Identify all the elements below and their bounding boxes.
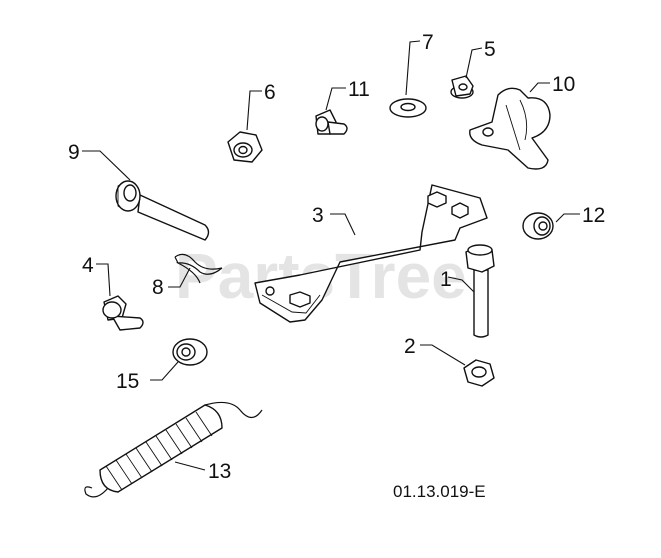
callout-8: 8 — [152, 276, 164, 299]
part-7-flat-washer — [389, 98, 427, 118]
callout-3: 3 — [312, 204, 324, 227]
callout-1: 1 — [440, 268, 452, 291]
callout-5: 5 — [484, 38, 496, 61]
part-13-extension-spring — [84, 401, 263, 498]
callout-6: 6 — [264, 81, 276, 104]
part-15-spacer — [172, 338, 208, 366]
part-8-hairpin-clip — [174, 253, 223, 284]
part-2-lock-nut — [463, 359, 495, 387]
part-11-carriage-bolt — [315, 109, 348, 135]
callout-10: 10 — [552, 73, 575, 96]
part-4-shoulder-bolt — [102, 295, 144, 331]
part-3-bracket-plate — [254, 184, 488, 323]
part-12-flange-bushing — [522, 212, 554, 240]
part-6-lock-nut — [227, 131, 263, 163]
part-10-star-knob — [469, 87, 551, 170]
part-5-flange-nut — [450, 75, 474, 99]
part-1-hex-bolt — [465, 244, 495, 338]
callout-7: 7 — [422, 31, 434, 54]
callout-2: 2 — [404, 335, 416, 358]
callout-15: 15 — [116, 370, 139, 393]
callout-4: 4 — [82, 254, 94, 277]
callout-12: 12 — [582, 204, 605, 227]
leader-lines — [82, 40, 580, 471]
callout-13: 13 — [208, 460, 231, 483]
callout-9: 9 — [68, 141, 80, 164]
callout-11: 11 — [348, 78, 370, 101]
part-9-shoulder-bolt — [115, 180, 210, 241]
diagram-code: 01.13.019-E — [393, 482, 486, 501]
